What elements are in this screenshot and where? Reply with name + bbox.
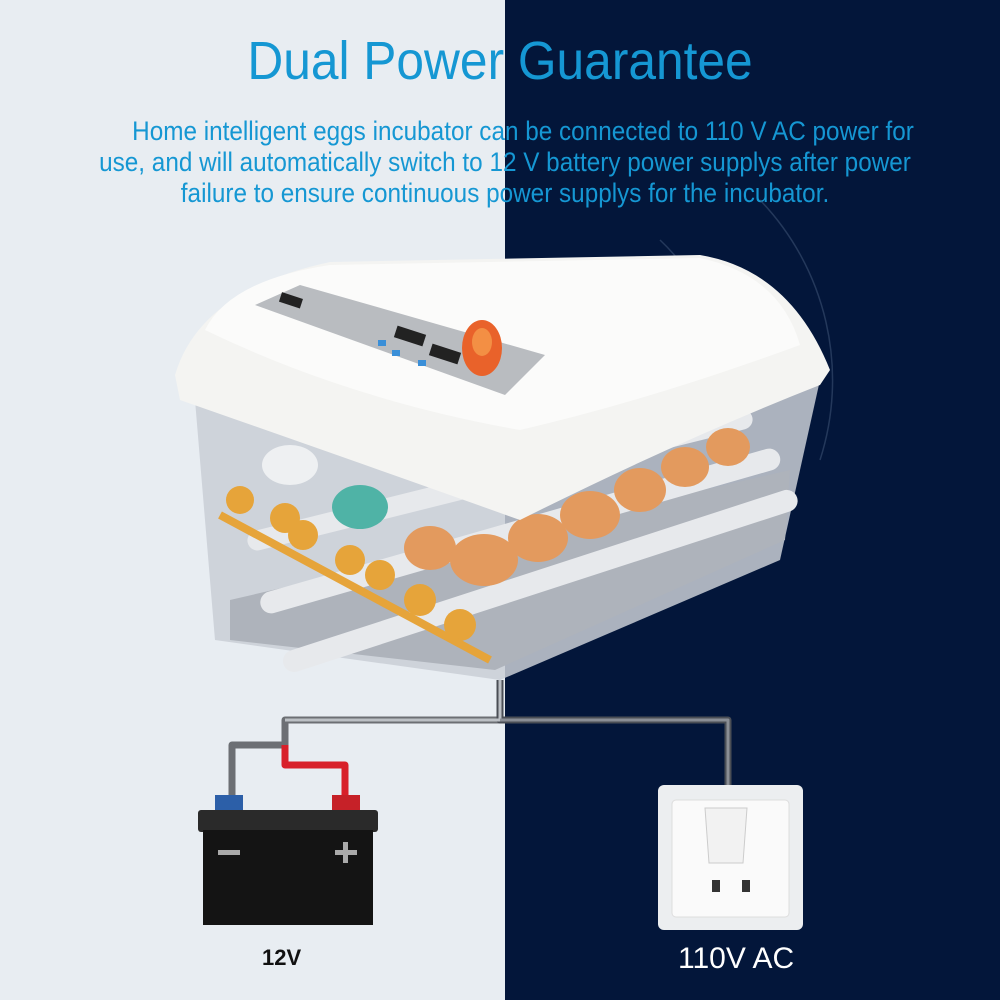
description-line: Home intelligent eggs incubator can be c… <box>132 116 914 146</box>
description-line: use, and will automatically switch to 12… <box>99 147 911 177</box>
turning-gears <box>218 486 492 664</box>
incubator-image <box>175 255 830 680</box>
wall-outlet-icon <box>658 785 803 930</box>
power-cables <box>228 680 732 800</box>
description-line: failure to ensure continuous power suppl… <box>180 178 830 208</box>
battery-icon <box>198 795 378 925</box>
battery-label: 12V <box>262 945 302 970</box>
outlet-label: 110V AC <box>678 942 795 975</box>
eggs <box>262 428 750 586</box>
description: Home intelligent eggs incubator can be c… <box>87 116 924 209</box>
page-title: Dual Power Guarantee <box>247 31 753 91</box>
